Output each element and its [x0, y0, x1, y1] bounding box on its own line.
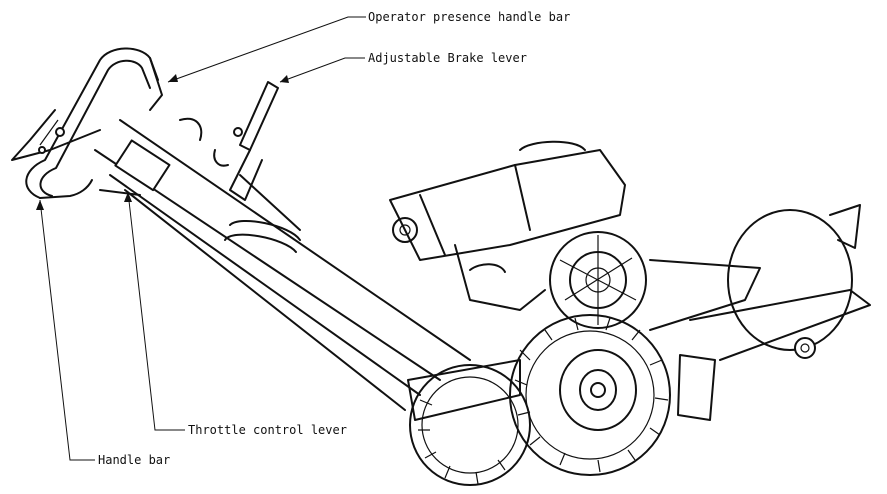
machine-drawing — [11, 47, 871, 486]
operator-presence-handle-bar-label: Operator presence handle bar — [368, 10, 570, 24]
callout-labels: Operator presence handle bar Adjustable … — [98, 10, 570, 467]
cutter-wheel-drawing — [649, 204, 871, 421]
adjustable-brake-lever-label: Adjustable Brake lever — [368, 51, 527, 65]
brake-lever-drawing — [179, 81, 301, 231]
handle-bar-leader — [36, 199, 95, 461]
handle-bar-label: Handle bar — [98, 453, 170, 467]
throttle-lever-leader — [124, 191, 185, 431]
handle-bar-drawing — [11, 47, 163, 199]
engine-drawing — [389, 140, 647, 329]
brake-lever-leader — [279, 57, 365, 83]
callout-leaders — [36, 16, 366, 461]
frame-boom-drawing — [94, 119, 471, 411]
operator-presence-leader — [167, 16, 366, 83]
throttle-control-lever-label: Throttle control lever — [188, 423, 347, 437]
wheels-drawing — [407, 314, 671, 486]
